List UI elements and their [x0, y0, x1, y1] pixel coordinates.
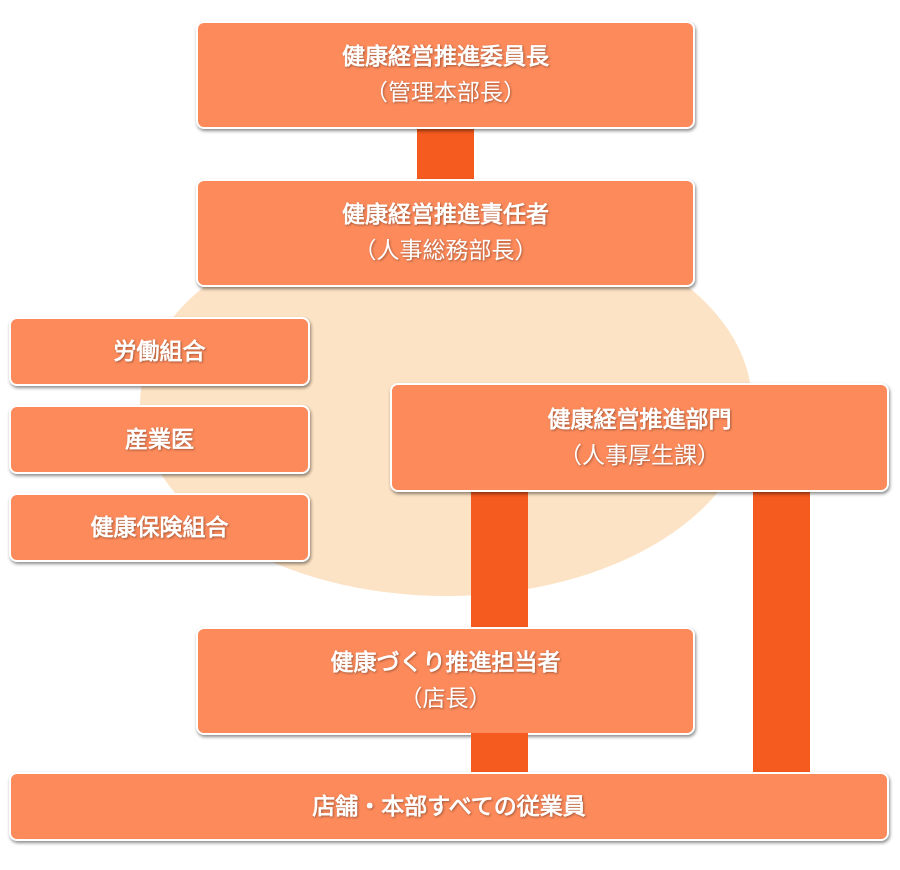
department-box: 健康経営推進部門 （人事厚生課） [390, 383, 889, 492]
chair-box: 健康経営推進委員長 （管理本部長） [196, 21, 695, 129]
partner-health-insurance: 健康保険組合 [9, 493, 310, 562]
partner-labor-union: 労働組合 [9, 317, 310, 386]
manager-subtitle: （人事総務部長） [353, 238, 538, 264]
department-title: 健康経営推進部門 [547, 406, 732, 433]
store-lead-box: 健康づくり推進担当者 （店長） [196, 627, 695, 735]
partner-label: 労働組合 [113, 338, 206, 365]
chair-title: 健康経営推進委員長 [342, 44, 549, 70]
store-lead-subtitle: （店長） [399, 686, 492, 712]
partner-label: 産業医 [125, 426, 194, 453]
manager-title: 健康経営推進責任者 [342, 202, 549, 228]
partner-label: 健康保険組合 [90, 514, 229, 541]
connector-department-employees-right [753, 489, 810, 775]
store-lead-title: 健康づくり推進担当者 [330, 650, 561, 676]
connector-chair-manager [417, 126, 474, 182]
employees-title: 店舗・本部すべての従業員 [312, 793, 586, 820]
connector-store-lead-employees [471, 733, 528, 775]
manager-box: 健康経営推進責任者 （人事総務部長） [196, 179, 695, 287]
department-subtitle: （人事厚生課） [559, 442, 720, 469]
employees-box: 店舗・本部すべての従業員 [9, 772, 889, 841]
chair-subtitle: （管理本部長） [365, 80, 526, 106]
partner-occupational-physician: 産業医 [9, 405, 310, 474]
